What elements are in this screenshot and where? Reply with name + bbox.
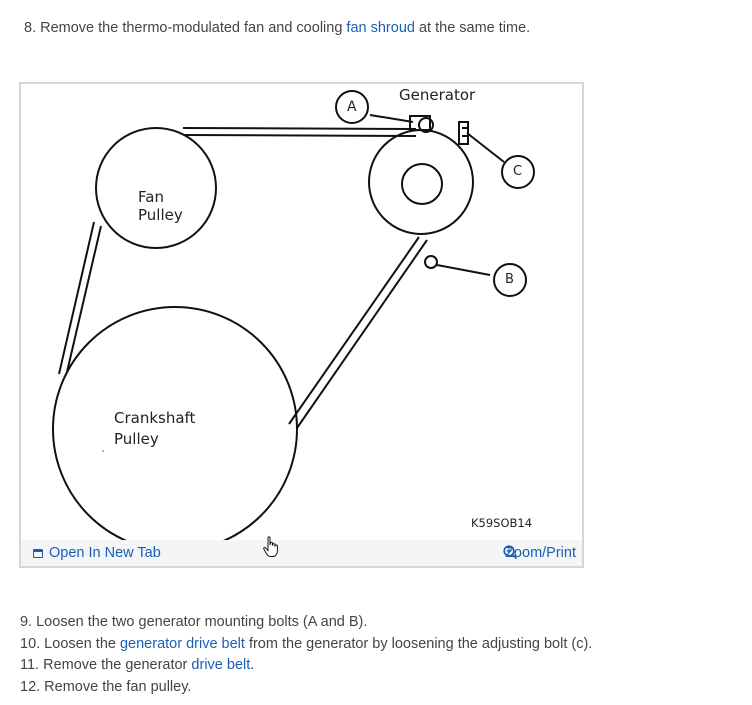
leader-c [466,132,505,163]
callout-b-label: B [505,272,514,287]
figure-code: K59SOB14 [471,516,533,530]
belt-right-outer [288,236,420,425]
step-8-before: 8. Remove the thermo-modulated fan and c… [24,20,347,36]
diagram-figure: Generator A C B Fan Pulley Crankshaft Pu… [19,82,584,568]
callout-c-label: C [513,164,523,179]
generator-drive-belt-link[interactable]: generator drive belt [119,635,245,652]
zoom-print-button[interactable]: Zoom/Print [503,545,576,561]
crankshaft-label-line2: Pulley [114,430,159,448]
generator-label: Generator [399,86,476,104]
hand-pointer-icon [263,536,279,563]
belt-left-inner [66,225,102,373]
belt-top-inner [183,134,417,137]
step-10: 10. Loosen the generator drive belt from… [20,634,592,656]
figure-toolbar: Open In New Tab Zoom/Print [21,540,582,566]
fan-pulley [95,127,217,249]
belt-top-outer [182,127,417,130]
step-11-after: . [250,657,255,673]
step-12: 12. Remove the fan pulley. [20,678,192,695]
callout-a-label: A [347,99,357,115]
step-11: 11. Remove the generator drive belt. [20,655,592,677]
generator-hub [401,163,443,205]
crankshaft-pulley [52,306,298,540]
zoom-print-label: Zoom/Print [505,545,576,561]
steps-list: 9. Loosen the two generator mounting bol… [20,612,592,698]
step-9: 9. Loosen the two generator mounting bol… [20,614,368,630]
crankshaft-label-line1: Crankshaft [114,409,196,427]
belt-diagram [52,90,535,540]
callout-c-circle [501,155,535,189]
step-10-after: from the generator by loosening the adju… [244,635,593,652]
step-10-before: 10. Loosen the [20,635,120,652]
open-in-new-tab-button[interactable]: Open In New Tab [33,545,161,561]
open-in-new-tab-label: Open In New Tab [49,545,161,561]
fan-shroud-link[interactable]: fan shroud [346,20,415,36]
step-8-text: 8. Remove the thermo-modulated fan and c… [24,20,530,36]
leader-b [436,264,491,276]
drive-belt-link[interactable]: drive belt [191,657,251,673]
belt-right-inner [296,239,428,429]
step-11-before: 11. Remove the generator [20,657,192,673]
mounting-bolt-a [418,117,434,133]
step-8-after: at the same time. [414,20,531,36]
callout-a-circle [335,90,369,124]
leader-a [369,114,414,123]
belt-left-outer [58,221,95,375]
open-new-tab-icon [33,549,43,558]
callout-b-circle [493,263,527,297]
adjusting-bracket [458,121,469,145]
fan-pulley-label-line1: Fan [138,188,164,206]
mounting-bolt-b [424,255,438,269]
generator-pulley [368,129,474,235]
fan-pulley-label-line2: Pulley [138,206,183,224]
